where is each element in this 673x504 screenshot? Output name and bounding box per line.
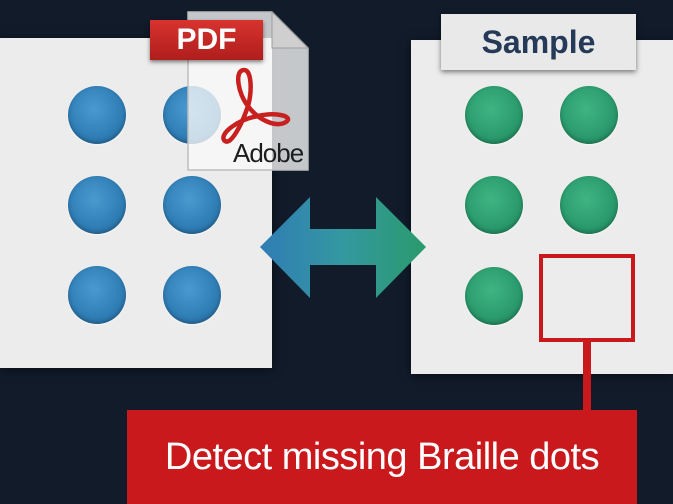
missing-dot-marker-icon bbox=[539, 254, 635, 342]
pdf-dot-4 bbox=[163, 176, 221, 234]
double-arrow-icon bbox=[258, 195, 428, 300]
marker-connector-line bbox=[583, 342, 591, 412]
pdf-badge: PDF bbox=[150, 20, 263, 60]
pdf-dot-1 bbox=[68, 86, 126, 144]
sample-badge: Sample bbox=[441, 14, 636, 70]
pdf-dot-3 bbox=[68, 176, 126, 234]
caption-text: Detect missing Braille dots bbox=[164, 435, 600, 478]
sample-dot-4 bbox=[560, 176, 618, 234]
sample-dot-2 bbox=[560, 86, 618, 144]
sample-dot-5 bbox=[465, 267, 523, 325]
caption-banner: Detect missing Braille dots bbox=[127, 410, 637, 504]
adobe-wordmark: Adobe bbox=[233, 138, 304, 168]
pdf-dot-5 bbox=[68, 266, 126, 324]
pdf-dot-6 bbox=[163, 266, 221, 324]
sample-dot-1 bbox=[465, 86, 523, 144]
sample-dot-3 bbox=[465, 176, 523, 234]
